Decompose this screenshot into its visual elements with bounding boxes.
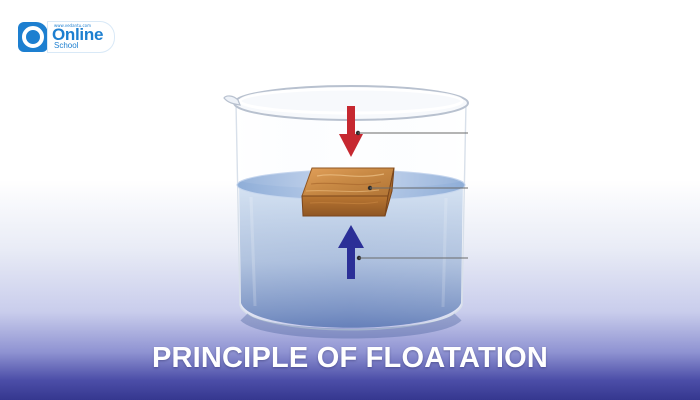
wooden-block (301, 167, 395, 217)
arrow-up-icon (347, 246, 355, 279)
logo-wordmark: www.vedantu.com Online School (48, 22, 114, 52)
page-title: PRINCIPLE OF FLOATATION (151, 342, 549, 374)
logo-tagline: www.vedantu.com (54, 23, 91, 28)
logo-online-text: Online (52, 25, 104, 44)
logo-ring-icon (18, 22, 48, 52)
arrow-down-icon (347, 106, 355, 136)
logo-school-text: School (54, 41, 79, 50)
label-leaders (355, 130, 468, 261)
buoyant-force (338, 225, 364, 279)
site-logo[interactable]: www.vedantu.com Online School (18, 20, 114, 54)
gravity-force (339, 106, 363, 157)
